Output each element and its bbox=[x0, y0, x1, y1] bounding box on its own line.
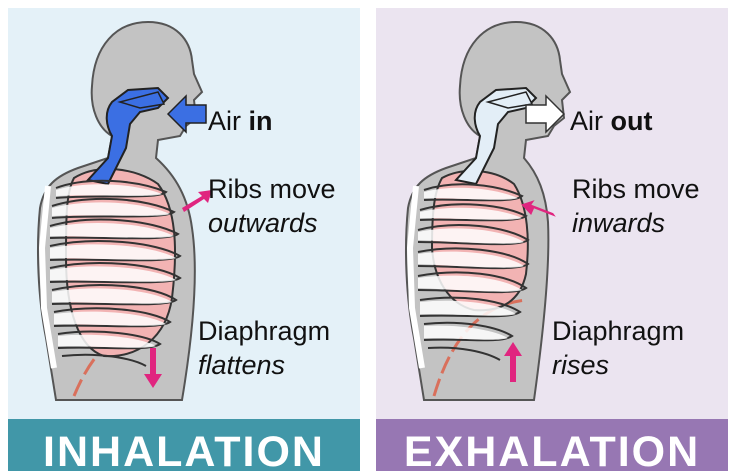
air-in-prefix: Air bbox=[208, 106, 241, 136]
diaphragm-flattens-label: Diaphragm flattens bbox=[198, 314, 330, 382]
air-out-label: Air out bbox=[570, 104, 653, 138]
ribs-outwards-label: Ribs move outwards bbox=[208, 172, 336, 240]
air-out-bold: out bbox=[611, 106, 653, 136]
ribs-inwards-label: Ribs move inwards bbox=[572, 172, 700, 240]
diaphragm-line2: flattens bbox=[198, 348, 330, 382]
diaphragm-line1: Diaphragm bbox=[198, 314, 330, 348]
diaphragm-rises-label: Diaphragm rises bbox=[552, 314, 684, 382]
ribs-line1: Ribs move bbox=[572, 172, 700, 206]
air-in-label: Air in bbox=[208, 104, 273, 138]
inhalation-banner: INHALATION bbox=[8, 419, 360, 471]
diaphragm-line2: rises bbox=[552, 348, 684, 382]
exhalation-banner: EXHALATION bbox=[376, 419, 728, 471]
inhalation-panel: Air in Ribs move outwards Diaphragm flat… bbox=[8, 8, 360, 471]
diaphragm-line1: Diaphragm bbox=[552, 314, 684, 348]
ribs-line1: Ribs move bbox=[208, 172, 336, 206]
air-in-bold: in bbox=[249, 106, 273, 136]
air-out-prefix: Air bbox=[570, 106, 603, 136]
exhalation-panel: Air out Ribs move inwards Diaphragm rise… bbox=[376, 8, 728, 471]
ribs-line2: inwards bbox=[572, 206, 700, 240]
ribs-line2: outwards bbox=[208, 206, 336, 240]
